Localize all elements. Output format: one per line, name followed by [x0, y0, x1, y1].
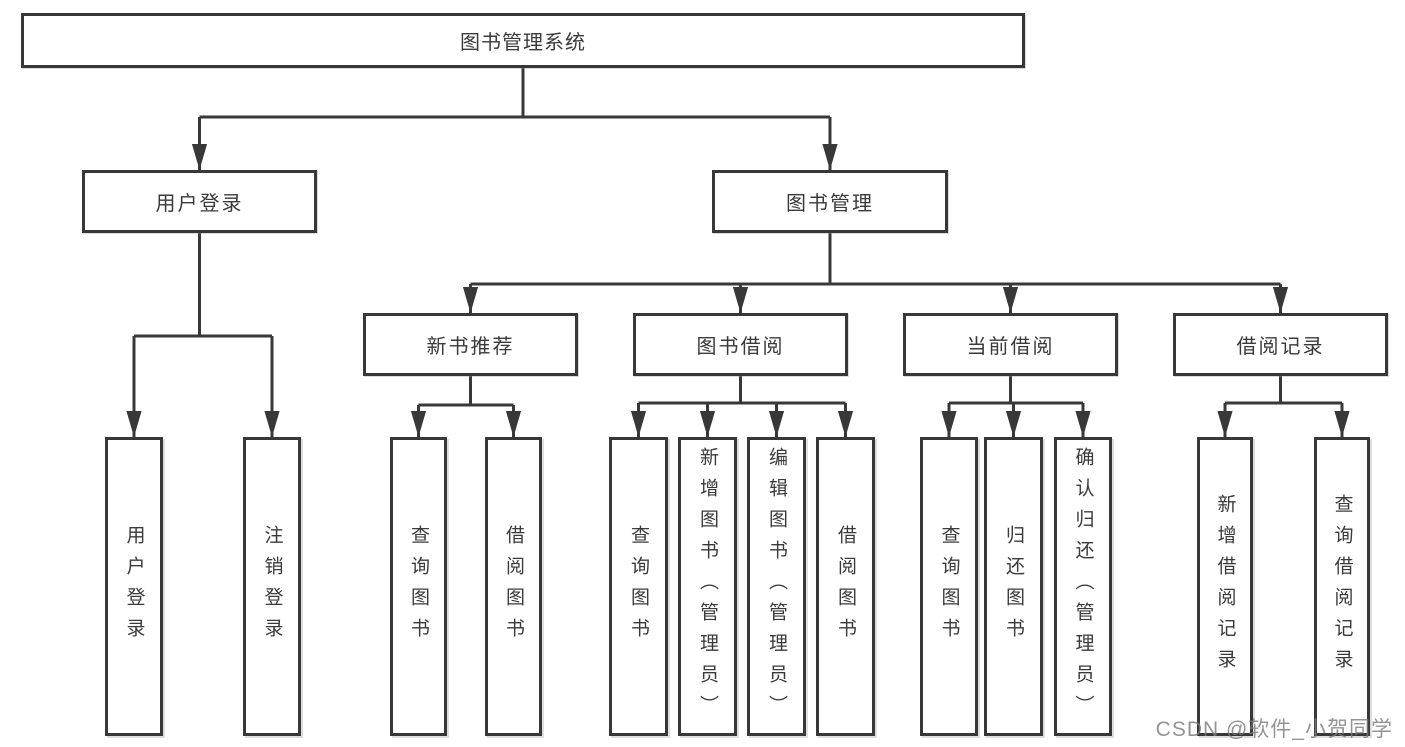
node-new-book-recommend: 新书推荐 [363, 313, 578, 376]
leaf-borrow-book: 借阅图书 [816, 437, 875, 736]
leaf-return-book: 归还图书 [984, 437, 1043, 736]
leaf-confirm-return-admin: 确认归还（管理员） [1054, 437, 1112, 736]
node-borrow-record: 借阅记录 [1173, 313, 1388, 376]
connector-paths [126, 68, 1350, 437]
node-book-management: 图书管理 [712, 170, 948, 233]
node-book-borrow: 图书借阅 [633, 313, 848, 376]
leaf-query-book-current: 查询图书 [920, 437, 978, 736]
leaf-logout-login: 注销登录 [243, 437, 301, 736]
node-current-borrow: 当前借阅 [903, 313, 1118, 376]
leaf-borrow-book-recommend: 借阅图书 [485, 437, 542, 736]
leaf-user-login: 用户登录 [105, 437, 163, 736]
node-root-library-system: 图书管理系统 [21, 13, 1025, 68]
leaf-add-borrow-record: 新增借阅记录 [1197, 437, 1253, 736]
node-user-login: 用户登录 [82, 170, 317, 233]
csdn-watermark: CSDN @软件_小贺同学 [1155, 718, 1393, 741]
leaf-query-book-recommend: 查询图书 [390, 437, 447, 736]
leaf-query-book-borrow: 查询图书 [609, 437, 668, 736]
leaf-edit-book-admin: 编辑图书（管理员） [747, 437, 806, 736]
leaf-add-book-admin: 新增图书（管理员） [678, 437, 737, 736]
leaf-query-borrow-record: 查询借阅记录 [1314, 437, 1370, 736]
